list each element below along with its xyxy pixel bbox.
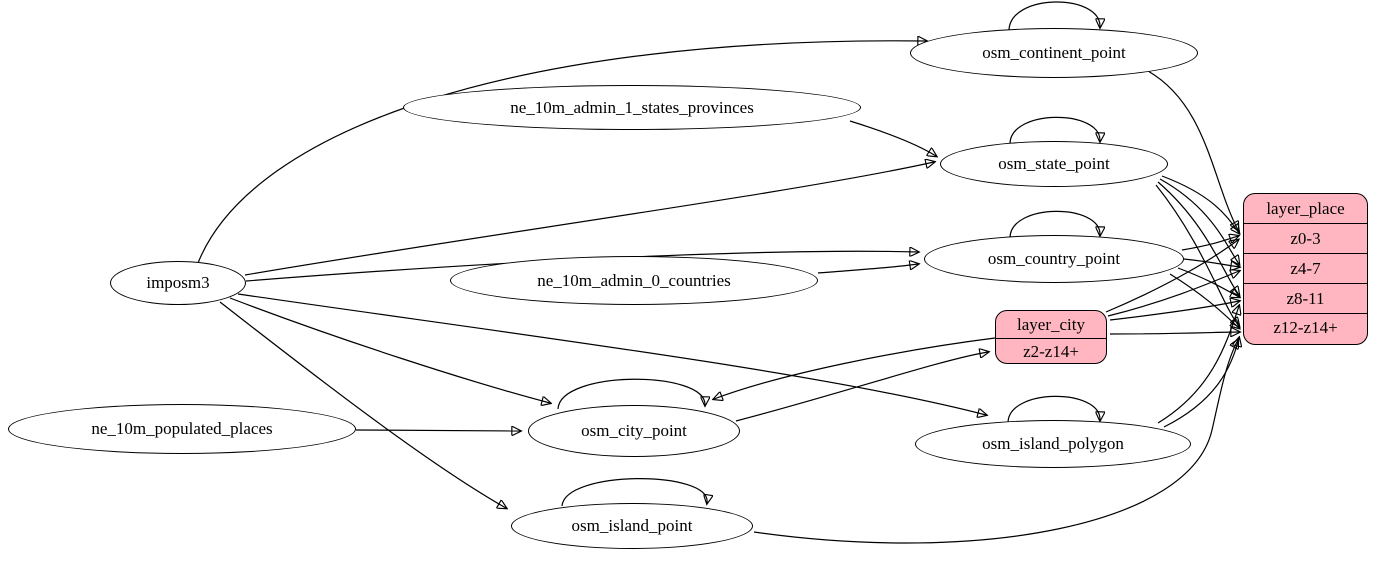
node-osm_island_point-label: osm_island_point xyxy=(571,516,693,535)
edge-layer_city-osm_city_point xyxy=(714,337,996,399)
node-osm_island_polygon: osm_island_polygon xyxy=(915,420,1191,468)
edge-osm_country_point-z8-11 xyxy=(1177,267,1239,297)
edge-layer_city-z0-3 xyxy=(1105,240,1238,313)
layer_city-header: layer_city xyxy=(1017,314,1085,334)
edge-osm_state_point-z0-3 xyxy=(1161,175,1239,233)
self-loop-osm_island_polygon xyxy=(1007,395,1100,424)
node-osm_country_point: osm_country_point xyxy=(924,235,1184,283)
edge-imposm3-osm_city_point xyxy=(229,297,550,403)
node-ne_10m_populated_places-label: ne_10m_populated_places xyxy=(91,419,273,438)
edge-osm_island_point-z12-z14 xyxy=(753,340,1238,544)
edge-ne_10m_admin_1_states_provinces-osm_state_point xyxy=(849,120,936,156)
node-ne_10m_admin_0_countries-label: ne_10m_admin_0_countries xyxy=(537,270,731,290)
node-osm_city_point: osm_city_point xyxy=(528,405,740,457)
node-osm_island_point: osm_island_point xyxy=(511,503,753,549)
edge-imposm3-osm_island_polygon xyxy=(237,293,986,415)
edge-osm_state_point-z8-11 xyxy=(1157,181,1239,295)
node-osm_continent_point: osm_continent_point xyxy=(910,28,1198,78)
edge-osm_country_point-z0-3 xyxy=(1181,236,1238,251)
node-osm_state_point-label: osm_state_point xyxy=(998,154,1110,173)
node-osm_state_point: osm_state_point xyxy=(940,141,1168,187)
self-loop-osm_island_point xyxy=(561,478,707,507)
edge-osm_state_point-z12-z14 xyxy=(1155,184,1239,326)
node-osm_continent_point-label: osm_continent_point xyxy=(982,43,1126,62)
edge-osm_continent_point-z0-3 xyxy=(1147,70,1238,230)
edge-osm_island_polygon-z12-z14 xyxy=(1163,338,1239,428)
node-ne_10m_admin_1_states_provinces: ne_10m_admin_1_states_provinces xyxy=(403,85,861,130)
edge-osm_country_point-z12-z14 xyxy=(1169,273,1239,328)
edge-ne_10m_populated_places-osm_city_point xyxy=(355,430,520,431)
edge-imposm3-osm_state_point xyxy=(244,162,934,276)
edge-ne_10m_admin_0_countries-osm_country_point xyxy=(817,264,918,274)
edge-osm_state_point-z4-7 xyxy=(1159,178,1239,264)
node-osm_country_point-label: osm_country_point xyxy=(987,249,1121,268)
layer_city-row-z2-z14: z2-z14+ xyxy=(996,338,1106,363)
edge-imposm3-osm_island_point xyxy=(219,301,506,508)
self-loop-osm_country_point xyxy=(1009,210,1100,239)
layer_place-row-z12-z14: z12-z14+ xyxy=(1244,313,1367,342)
node-ne_10m_admin_1_states_provinces-label: ne_10m_admin_1_states_provinces xyxy=(510,97,754,117)
node-osm_city_point-label: osm_city_point xyxy=(581,421,687,440)
node-ne_10m_populated_places: ne_10m_populated_places xyxy=(8,404,356,454)
edge-osm_city_point-layer_city xyxy=(735,352,988,422)
edge-osm_country_point-z4-7 xyxy=(1183,258,1239,267)
node-ne_10m_admin_0_countries: ne_10m_admin_0_countries xyxy=(450,256,818,305)
edge-layer_city-z4-7 xyxy=(1107,271,1239,317)
edge-layer_city-z12-z14 xyxy=(1109,332,1239,334)
self-loop-osm_state_point xyxy=(1009,116,1100,145)
self-loop-osm_city_point xyxy=(557,378,705,410)
layer_place-row-z4-7: z4-7 xyxy=(1244,253,1367,283)
self-loop-osm_continent_point xyxy=(1008,1,1100,32)
node-imposm3-label: imposm3 xyxy=(146,273,210,292)
node-layer_place: layer_place z0-3 z4-7 z8-11 z12-z14+ xyxy=(1243,193,1368,345)
edge-osm_island_polygon-z8-11 xyxy=(1157,306,1239,424)
node-osm_island_polygon-label: osm_island_polygon xyxy=(982,434,1124,453)
layer_place-row-z8-11: z8-11 xyxy=(1244,283,1367,313)
edge-layer_city-z8-11 xyxy=(1109,301,1239,321)
edge-imposm3-osm_continent_point xyxy=(197,41,926,264)
node-layer_city: layer_city z2-z14+ xyxy=(995,310,1107,364)
layer_place-header: layer_place xyxy=(1266,198,1345,218)
layer_place-row-z0-3: z0-3 xyxy=(1244,223,1367,253)
node-imposm3: imposm3 xyxy=(110,261,246,305)
